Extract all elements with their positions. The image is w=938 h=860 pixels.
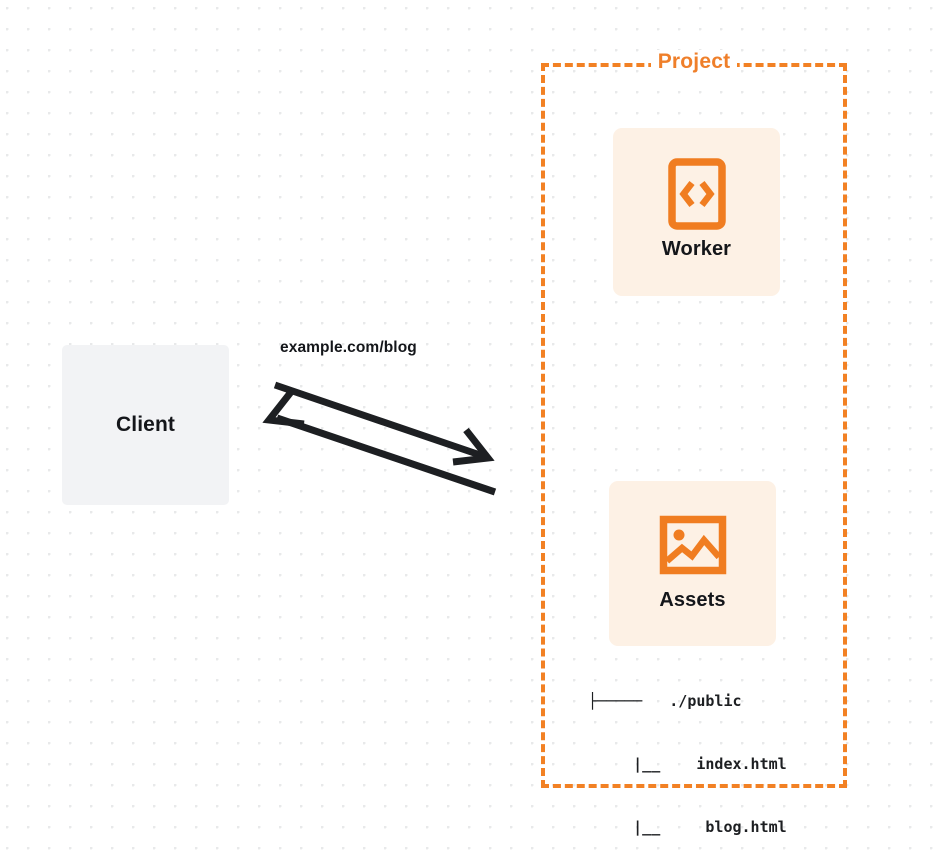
request-url-label: example.com/blog — [280, 339, 417, 356]
tree-row: |__ blog.html — [588, 818, 787, 836]
image-icon — [659, 509, 727, 581]
assets-node[interactable]: Assets — [609, 481, 776, 646]
request-arrow — [273, 381, 495, 466]
response-arrow — [262, 389, 497, 496]
worker-label: Worker — [661, 238, 732, 260]
client-label: Client — [116, 413, 175, 436]
tree-row: ├───── ./public — [588, 692, 742, 710]
client-node[interactable]: Client — [62, 345, 229, 505]
worker-node[interactable]: Worker — [613, 128, 780, 296]
assets-label: Assets — [659, 589, 726, 611]
assets-file-tree: ├───── ./public |__ index.html |__ blog.… — [588, 649, 787, 860]
code-brackets-icon — [667, 158, 726, 230]
tree-row: |__ index.html — [588, 755, 787, 773]
